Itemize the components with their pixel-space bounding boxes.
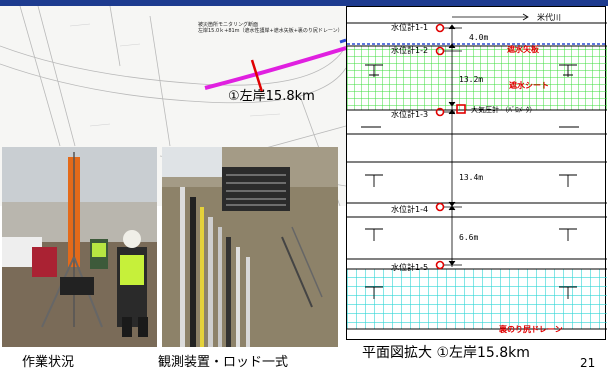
header-bar xyxy=(0,0,608,6)
page-number: 21 xyxy=(580,356,596,370)
dim-4-0m: 4.0m xyxy=(469,33,489,42)
sheet-label: 遮水シート xyxy=(509,81,549,90)
dim-6-6m: 6.6m xyxy=(459,233,479,242)
section-drawing xyxy=(347,13,607,330)
gauge-1-3-marker xyxy=(435,107,445,117)
device-photo-caption: 観測装置・ロッド一式 xyxy=(158,355,289,370)
map-location-label: ①左岸15.8km xyxy=(228,89,315,104)
plan-caption: 平面図拡大 ①左岸15.8km xyxy=(362,345,530,361)
gauge-1-1-marker xyxy=(435,23,445,33)
barometer-label: 大気圧計 （ﾊﾞﾛﾒｰﾀ） xyxy=(471,106,537,114)
impermeable-sheet-area xyxy=(347,46,607,110)
river-label: 米代川 xyxy=(537,13,561,22)
drain-label: 裏のり尻ドレーン xyxy=(499,325,563,334)
work-photo xyxy=(2,147,157,347)
dim-13-4m: 13.4m xyxy=(459,173,484,182)
dim-13-2m: 13.2m xyxy=(459,75,484,84)
section-diagram: 米代川 水位計1-1 水位計1-2 水位計1-3 水位計1-4 水位計1-5 4… xyxy=(346,6,607,340)
gauge-1-1-label: 水位計1-1 xyxy=(391,23,429,32)
map-title: 被災箇所モニタリング断面 左岸15.0ｋ+81m（遮水性護岸+遮水矢板+裏のり尻… xyxy=(198,22,343,34)
gauge-1-4-label: 水位計1-4 xyxy=(391,205,429,214)
work-photo-caption: 作業状況 xyxy=(22,355,75,370)
gauge-1-5-label: 水位計1-5 xyxy=(391,263,429,272)
gauge-1-4-marker xyxy=(435,202,445,212)
gauge-1-2-label: 水位計1-2 xyxy=(391,46,429,55)
monitoring-section-line xyxy=(204,46,346,90)
sheet-pile-label: 遮水矢板 xyxy=(507,45,539,54)
gauge-1-5-marker xyxy=(435,260,445,270)
location-marker xyxy=(250,59,264,93)
device-photo xyxy=(162,147,338,347)
barometer-marker xyxy=(456,104,466,114)
gauge-1-2-marker xyxy=(435,46,445,56)
gauge-1-3-label: 水位計1-3 xyxy=(391,110,429,119)
drain-area xyxy=(347,269,607,329)
